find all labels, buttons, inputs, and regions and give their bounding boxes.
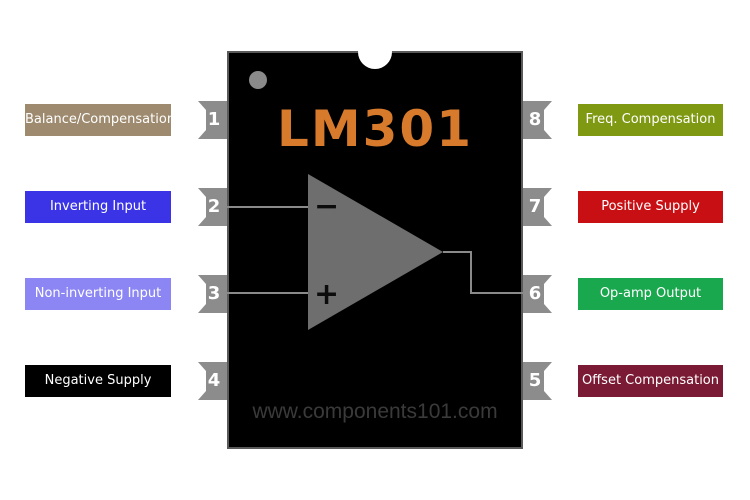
- right-pin-legs: [522, 101, 552, 400]
- wire-output: [443, 251, 524, 294]
- pin-3-leg: [198, 275, 227, 313]
- pin-2-leg: [198, 188, 227, 226]
- minus-sign: −: [314, 189, 340, 224]
- pin-label-4: Negative Supply: [25, 365, 171, 397]
- pin-label-1: Balance/Compensation: [25, 104, 175, 136]
- pin-label-8: Freq. Compensation: [578, 104, 723, 136]
- pin-number-6: 6: [528, 283, 542, 304]
- watermark: www.components101.com: [252, 400, 498, 423]
- left-pin-legs: [198, 101, 227, 400]
- pin-label-2: Inverting Input: [25, 191, 171, 223]
- pin-number-4: 4: [207, 370, 221, 391]
- plus-sign: +: [314, 277, 340, 312]
- opamp-triangle: [308, 174, 443, 330]
- pin-number-5: 5: [528, 370, 542, 391]
- pin-4-leg: [198, 362, 227, 400]
- pin-6-leg: [522, 275, 552, 313]
- pin-number-1: 1: [207, 109, 221, 130]
- pin-number-3: 3: [207, 283, 221, 304]
- pin-label-6: Op-amp Output: [578, 278, 723, 310]
- pin-1-leg: [198, 101, 227, 139]
- pin-5-leg: [522, 362, 552, 400]
- chip-title: LM301: [277, 100, 473, 158]
- pin-number-8: 8: [528, 109, 542, 130]
- pin-label-3: Non-inverting Input: [25, 278, 171, 310]
- opamp-wiring: [226, 206, 524, 294]
- pin-8-leg: [522, 101, 552, 139]
- pin-number-2: 2: [207, 196, 221, 217]
- pin-label-7: Positive Supply: [578, 191, 723, 223]
- pin1-marker-dot: [249, 71, 267, 89]
- pin-7-leg: [522, 188, 552, 226]
- pin-number-7: 7: [528, 196, 542, 217]
- pin-label-5: Offset Compensation: [578, 365, 723, 397]
